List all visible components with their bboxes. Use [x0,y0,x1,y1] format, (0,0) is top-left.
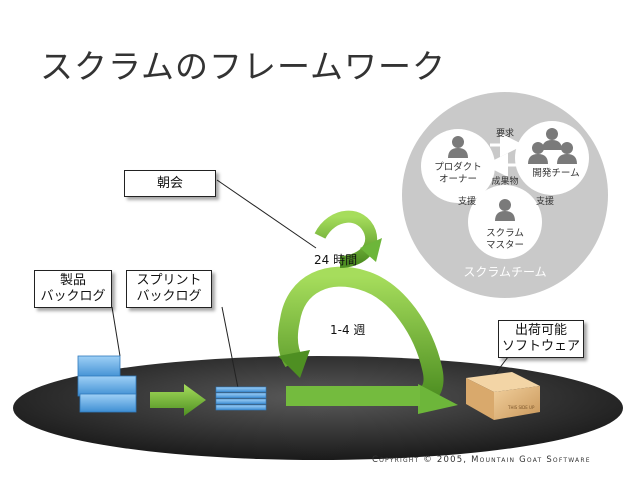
sprint-duration-label: 1-4 週 [330,323,365,337]
support-right-label: 支援 [536,195,554,207]
box-stamp: THIS SIDE UP [507,405,535,410]
support-left-label: 支援 [458,195,476,207]
daily-scrum-label: 朝会 [156,175,183,191]
page-title: スクラムのフレームワーク [40,47,447,86]
copyright-notice: Copyright © 2005, Mountain Goat Software [372,455,591,465]
product-backlog-label-2: バックログ [40,289,106,304]
deliverable-label: 成果物 [491,175,518,187]
sprint-cycle-arrow [277,266,458,414]
shippable-label-1: 出荷可能 [514,323,567,338]
sprint-backlog-callout: スプリント バックログ [126,270,212,308]
scrum-master-circle [468,185,542,259]
scrum-master-label-2: マスター [486,240,524,251]
scrum-team-label: スクラムチーム [463,265,546,279]
sprint-backlog-label-1: スプリント [136,273,202,288]
requirements-label: 要求 [496,127,514,139]
daily-leader-line [216,179,317,249]
product-owner-icon [448,136,468,158]
daily-cycle-arrow [314,210,382,268]
product-owner-label-2: オーナー [439,174,477,185]
dev-team-label: 開発チーム [532,167,579,179]
daily-scrum-callout: 朝会 [124,170,216,197]
product-owner-label-1: プロダクト [434,161,482,173]
shippable-software-callout: 出荷可能 ソフトウェア [498,320,584,358]
daily-duration-label: 24 時間 [314,253,357,267]
backlog-flow-arrow [150,384,206,416]
product-backlog-label-1: 製品 [59,273,86,288]
scrum-master-icon [495,199,515,221]
sprint-backlog-stack [215,386,267,411]
product-backlog-leader-line [111,306,121,357]
scrum-master-label-1: スクラム [486,228,524,239]
product-owner-circle [421,129,495,203]
dev-team-icon [528,128,577,164]
product-backlog-stack [77,355,137,413]
dev-team-circle [515,121,589,195]
sprint-backlog-label-2: バックログ [136,289,202,304]
product-backlog-callout: 製品 バックログ [34,270,112,308]
shippable-label-2: ソフトウェア [501,339,580,354]
sprint-backlog-leader-line [221,306,239,389]
shippable-boxes: THIS SIDE UP [466,372,540,420]
